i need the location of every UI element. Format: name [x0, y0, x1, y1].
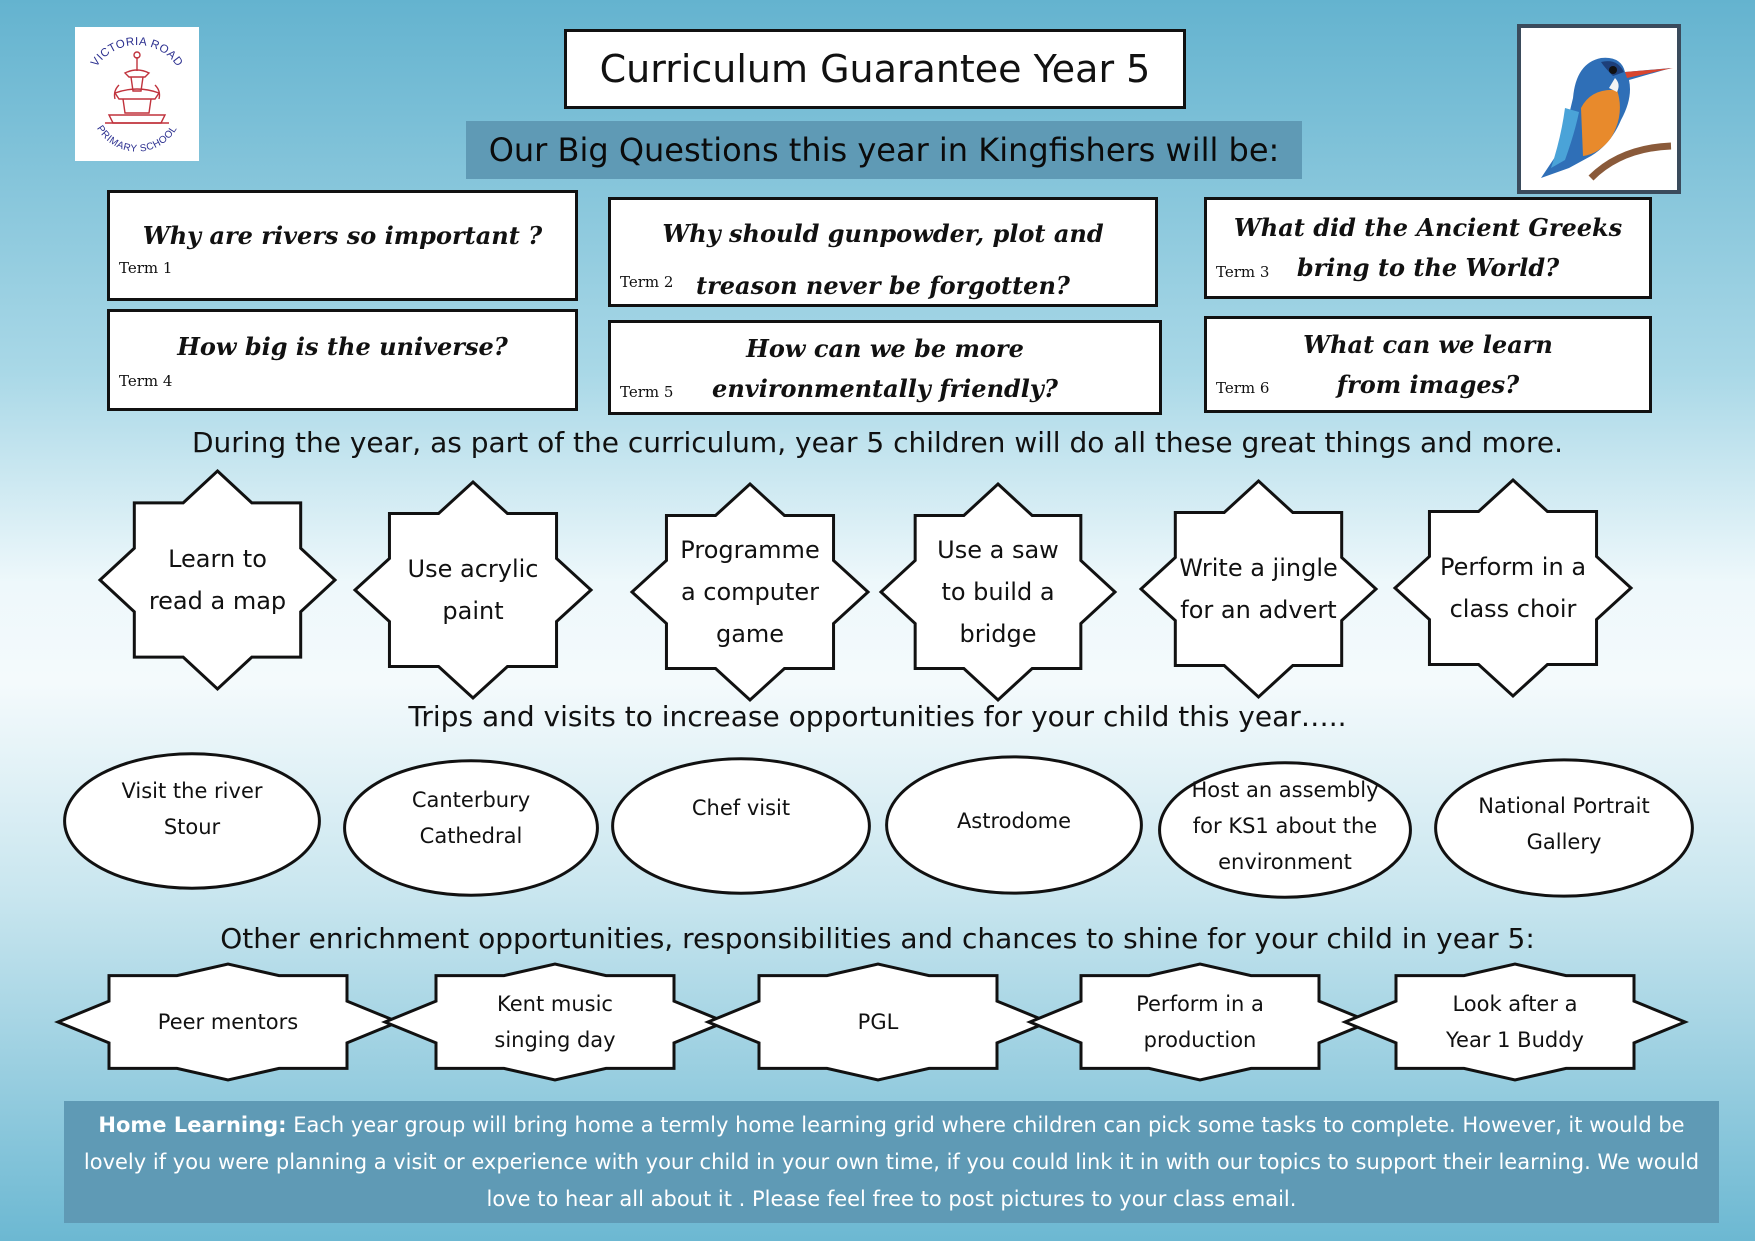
- term-label: Term 4: [119, 372, 173, 390]
- enrichment-label: Peer mentors: [157, 1010, 299, 1034]
- activity-star-1: Learn to read a map: [100, 471, 335, 689]
- trip-oval-5: Host an assembly for KS1 about the envir…: [1157, 760, 1413, 900]
- activity-star-6: Perform in a class choir: [1395, 480, 1631, 696]
- enrichment-label: Look after a Year 1 Buddy: [1446, 992, 1584, 1052]
- activity-label: Use acrylic paint: [407, 555, 539, 625]
- enrichment-label: PGL: [857, 1010, 899, 1034]
- enrichment-label: Perform in a production: [1136, 992, 1264, 1052]
- home-learning-label: Home Learning:: [98, 1113, 287, 1137]
- trip-label: Chef visit: [691, 796, 791, 820]
- activity-label: Learn to read a map: [148, 545, 287, 615]
- enrichment-badge-2: Kent music singing day: [385, 964, 725, 1080]
- big-question-card-term-3: What did the Ancient Greeks bring to the…: [1204, 197, 1652, 299]
- question-text: What did the Ancient Greeks bring to the…: [1233, 213, 1623, 282]
- question-text: How big is the universe?: [177, 332, 508, 361]
- enrichment-label: Kent music singing day: [494, 992, 616, 1052]
- question-text: How can we be more environmentally frien…: [712, 334, 1058, 403]
- trip-label: Visit the river Stour: [121, 779, 263, 839]
- enrichment-badge-5: Look after a Year 1 Buddy: [1345, 964, 1685, 1080]
- activities-heading: During the year, as part of the curricul…: [191, 426, 1564, 459]
- activity-star-5: Write a jingle for an advert: [1141, 481, 1376, 697]
- term-label: Term 2: [620, 273, 674, 291]
- trip-oval-4: Astrodome: [884, 754, 1144, 896]
- enrichment-badge-3: PGL: [708, 964, 1048, 1080]
- big-question-card-term-6: What can we learn from images? Term 6: [1204, 316, 1652, 413]
- enrichment-heading: Other enrichment opportunities, responsi…: [220, 922, 1535, 955]
- page-title: Curriculum Guarantee Year 5: [564, 29, 1186, 109]
- svg-text:PRIMARY SCHOOL: PRIMARY SCHOOL: [94, 124, 179, 155]
- activity-label: Write a jingle for an advert: [1179, 554, 1338, 624]
- big-question-card-term-1: Why are rivers so important ? Term 1: [107, 190, 578, 301]
- trip-label: National Portrait Gallery: [1478, 794, 1650, 854]
- activity-star-4: Use a saw to build a bridge: [881, 484, 1115, 700]
- trip-oval-3: Chef visit: [610, 756, 872, 896]
- term-label: Term 5: [620, 383, 674, 401]
- term-label: Term 3: [1216, 263, 1270, 281]
- big-question-card-term-5: How can we be more environmentally frien…: [608, 320, 1162, 415]
- trips-heading: Trips and visits to increase opportuniti…: [408, 700, 1347, 733]
- term-label: Term 1: [119, 259, 173, 277]
- question-text: Why should gunpowder, plot and treason n…: [662, 219, 1104, 300]
- trip-label: Astrodome: [956, 809, 1072, 833]
- enrichment-badge-1: Peer mentors: [58, 964, 398, 1080]
- big-question-card-term-2: Why should gunpowder, plot and treason n…: [608, 197, 1158, 307]
- activity-label: Use a saw to build a bridge: [937, 536, 1059, 648]
- trip-label: Canterbury Cathedral: [411, 788, 531, 848]
- home-learning-panel: Home Learning: Each year group will brin…: [64, 1101, 1719, 1223]
- term-label: Term 6: [1216, 379, 1270, 397]
- trip-oval-2: Canterbury Cathedral: [342, 758, 600, 898]
- logo-text-bottom: PRIMARY SCHOOL: [94, 124, 179, 155]
- fountain-logo-icon: VICTORIA ROAD PRIMARY SCHOOL: [89, 36, 184, 155]
- activity-star-2: Use acrylic paint: [355, 482, 591, 698]
- question-text: What can we learn from images?: [1303, 330, 1553, 399]
- big-questions-heading: Our Big Questions this year in Kingfishe…: [466, 121, 1302, 179]
- question-text: Why are rivers so important ?: [142, 221, 543, 250]
- trip-oval-6: National Portrait Gallery: [1433, 757, 1695, 899]
- school-logo: VICTORIA ROAD PRIMARY SCHOOL: [75, 27, 199, 161]
- activity-label: Perform in a class choir: [1439, 553, 1587, 623]
- kingfisher-image: [1517, 24, 1681, 194]
- home-learning-text: Each year group will bring home a termly…: [83, 1113, 1700, 1211]
- activity-star-3: Programme a computer game: [632, 484, 868, 700]
- trip-oval-1: Visit the river Stour: [62, 751, 322, 891]
- activity-label: Programme a computer game: [680, 536, 820, 648]
- kingfisher-bird-icon: [1541, 57, 1673, 181]
- trip-label: Host an assembly for KS1 about the envir…: [1191, 778, 1379, 874]
- big-question-card-term-4: How big is the universe? Term 4: [107, 309, 578, 411]
- enrichment-badge-4: Perform in a production: [1030, 964, 1370, 1080]
